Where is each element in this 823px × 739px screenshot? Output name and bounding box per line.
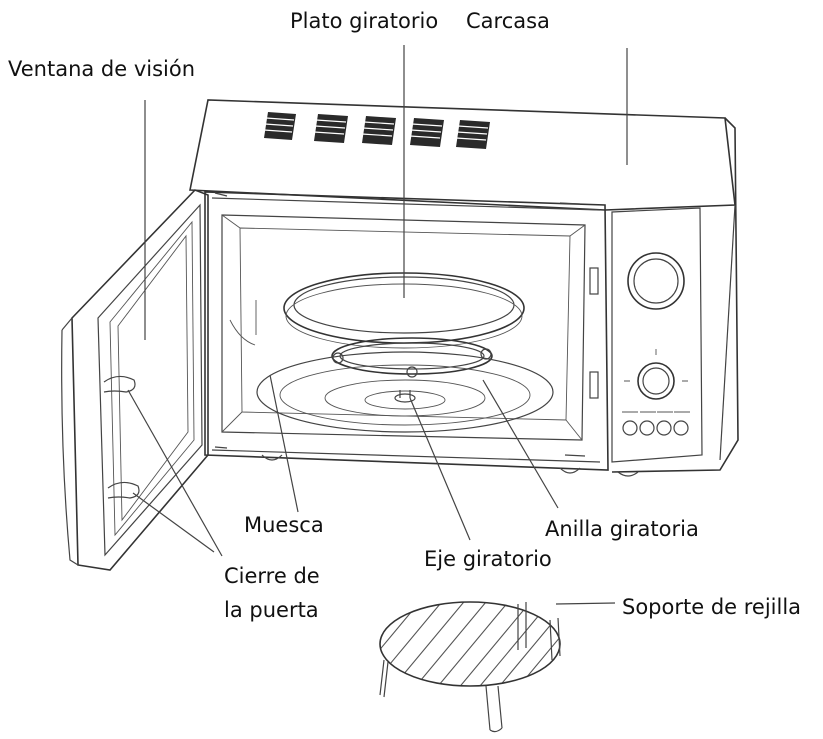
label-muesca: Muesca [244,513,324,537]
leader-cierre-2 [132,492,215,553]
label-soporte-de-rejilla: Soporte de rejilla [622,595,802,619]
cavity-floor [256,351,554,433]
label-cierre-de-la-puerta-2: la puerta [224,598,319,622]
cavity [221,214,599,441]
roller-ring [331,337,493,378]
grill-rack [379,601,561,733]
leader-muesca [269,374,299,513]
label-anilla-giratoria: Anilla giratoria [545,517,699,541]
leader-eje [409,397,471,541]
casing [189,99,739,477]
control-panel [611,207,703,463]
leader-anilla [482,379,559,509]
vent-slots [264,112,490,149]
label-eje-giratorio: Eje giratorio [424,547,552,571]
label-plato-giratorio: Plato giratorio [290,9,439,33]
label-cierre-de-la-puerta-1: Cierre de [224,564,320,588]
door [61,189,209,571]
vent-slot-lines [263,117,489,141]
label-carcasa: Carcasa [466,9,550,33]
door-latches [103,375,140,499]
leader-cierre-1 [127,389,223,557]
label-ventana-de-vision: Ventana de visión [8,57,196,81]
leader-lines [127,45,628,605]
leader-soporte [555,602,616,605]
